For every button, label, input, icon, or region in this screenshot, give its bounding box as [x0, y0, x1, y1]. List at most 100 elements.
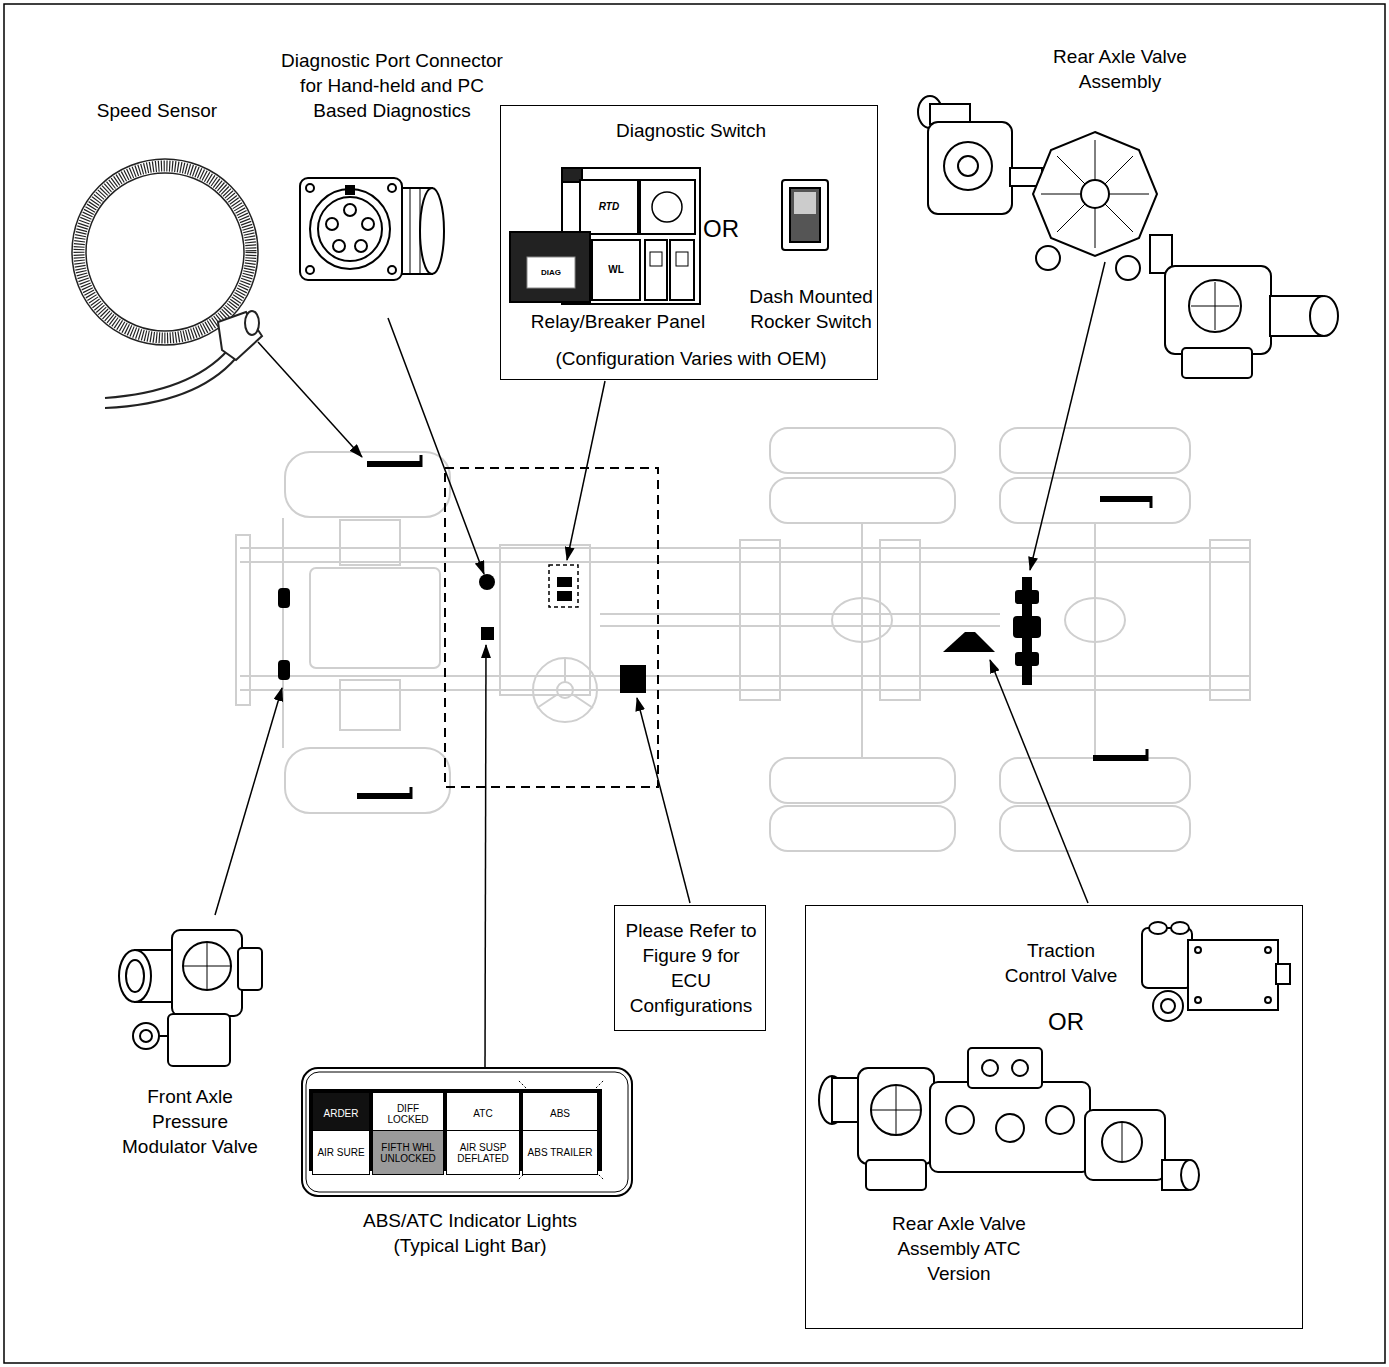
- traction-valve-drawing: [1142, 922, 1290, 1021]
- atc-valve-drawing: [946, 1106, 974, 1134]
- rear-axle-valve-drawing: [1081, 180, 1109, 208]
- cab-outline: [445, 468, 658, 787]
- or-text: OR: [701, 213, 741, 245]
- component-markers: [367, 461, 420, 467]
- indicator-text: AIR SURE: [313, 1131, 369, 1174]
- indicator-text: ABS TRAILER: [523, 1131, 597, 1174]
- note-text: Please Refer to Figure 9 for ECU Configu…: [621, 918, 761, 1018]
- atc-valve-drawing: [982, 1060, 998, 1076]
- front-valve-drawing: [119, 930, 262, 1066]
- diagnostic-port-drawing: [300, 178, 402, 280]
- component-markers: [1146, 749, 1149, 761]
- indicator-cell: ABS: [522, 1092, 598, 1135]
- component-markers: [943, 632, 995, 652]
- component-markers: [410, 787, 413, 799]
- component-markers: [420, 455, 423, 467]
- diagnostic-port-drawing: [344, 204, 356, 216]
- chassis-outline: [832, 598, 892, 642]
- atc-valve-drawing: [996, 1114, 1024, 1142]
- chassis-outline: [1065, 598, 1125, 642]
- atc-valve-drawing: [871, 1110, 921, 1111]
- note-box: Please Refer to Figure 9 for ECU Configu…: [614, 905, 766, 1031]
- atc-option-box: Traction Control ValveOR Rear Axle Valve …: [805, 905, 1303, 1329]
- indicator-cell: ABS TRAILER: [522, 1130, 598, 1175]
- traction-valve-drawing: [1265, 947, 1271, 953]
- indicator-cell: ARDER: [312, 1092, 370, 1135]
- rocker-switch-drawing: [794, 192, 816, 214]
- traction-valve-drawing: [1195, 947, 1201, 953]
- diagnostic-port-drawing: [300, 178, 444, 280]
- component-markers: [278, 588, 290, 608]
- diagnostic-port-drawing: [410, 188, 411, 274]
- chassis-outline: [770, 428, 955, 473]
- part-name: Rear Axle Valve Assembly ATC Version: [884, 1211, 1034, 1286]
- component-markers: [278, 455, 1151, 799]
- or-text: OR: [1046, 1006, 1086, 1038]
- atc-valve-drawing: [858, 1068, 934, 1164]
- chassis-outline: [770, 806, 955, 851]
- atc-valve-drawing: [1046, 1106, 1074, 1134]
- diagnostic-port-drawing: [306, 266, 314, 274]
- atc-valve-drawing: [871, 1085, 921, 1135]
- component-markers: [557, 577, 572, 587]
- chassis-outline: [1000, 758, 1190, 803]
- front-valve-drawing: [183, 942, 231, 990]
- traction-valve-drawing: [1276, 964, 1290, 984]
- part-name: Traction Control Valve: [996, 938, 1126, 988]
- rear-axle-valve-drawing: [1310, 296, 1338, 336]
- front-valve-drawing: [168, 1014, 230, 1066]
- chassis-outline: [600, 613, 1000, 615]
- rocker-switch-drawing: [782, 180, 828, 250]
- leader-lines: [215, 688, 282, 915]
- speed-sensor-drawing: [218, 312, 262, 360]
- speed-sensor-drawing: [72, 159, 262, 408]
- indicator-text: FIFTH WHL UNLOCKED: [373, 1131, 443, 1174]
- chassis-outline: [770, 478, 955, 523]
- front-valve-drawing: [159, 1035, 168, 1037]
- switch-legend: RTD: [587, 200, 631, 213]
- indicator-cell: DIFF LOCKED: [372, 1092, 444, 1135]
- rear-axle-valve-drawing: [1036, 246, 1060, 270]
- page-border: [4, 4, 1385, 1363]
- speed-sensor-drawing: [105, 350, 228, 398]
- traction-valve-drawing: [1188, 940, 1278, 1010]
- chassis-outline: [285, 748, 450, 813]
- chassis-outline: [1000, 806, 1190, 851]
- component-markers: [479, 574, 495, 590]
- chassis-outline: [285, 452, 450, 517]
- rear-axle-valve-drawing: [1191, 306, 1239, 307]
- diagnostic-port-drawing: [388, 184, 396, 192]
- diagnostic-port-drawing: [420, 188, 421, 274]
- rear-axle-valve-drawing: [1182, 348, 1252, 378]
- part-label: Front Axle Pressure Modulator Valve: [110, 1084, 270, 1159]
- chassis-outline: [861, 522, 863, 758]
- rear-axle-valve-drawing: [1189, 280, 1241, 332]
- rear-axle-valve-drawing: [1057, 156, 1133, 232]
- chassis-outline: [340, 520, 400, 565]
- component-markers: [1015, 652, 1039, 666]
- part-label: Rear Axle Valve Assembly: [1045, 44, 1195, 94]
- rear-axle-valve-drawing: [1057, 156, 1133, 232]
- part-label: Speed Sensor: [77, 98, 237, 123]
- chassis-outline: [500, 545, 590, 695]
- relay-panel-drawing: [670, 240, 694, 300]
- chassis-outline: [1000, 478, 1190, 523]
- component-markers: [620, 665, 646, 693]
- chassis-outline: [564, 658, 566, 682]
- relay-panel-drawing: [676, 252, 688, 266]
- atc-valve-drawing: [1085, 1110, 1165, 1180]
- light-bar-outline: [306, 1072, 628, 1192]
- atc-valve-drawing: [1102, 1122, 1142, 1162]
- chassis-outline: [282, 518, 284, 748]
- chassis-outline: [740, 540, 780, 700]
- speed-sensor-drawing: [245, 311, 259, 335]
- diagnostic-switch-box: Diagnostic SwitchORRelay/Breaker PanelDa…: [500, 105, 878, 380]
- relay-panel-drawing: [580, 180, 638, 234]
- figure-caption: ABS/ATC Indicator Lights (Typical Light …: [345, 1208, 595, 1258]
- front-valve-drawing: [172, 930, 242, 1016]
- front-valve-drawing: [126, 960, 144, 992]
- diagnostic-port-drawing: [362, 218, 374, 230]
- chassis-outline: [1210, 540, 1250, 700]
- rear-axle-valve-drawing: [928, 122, 1012, 214]
